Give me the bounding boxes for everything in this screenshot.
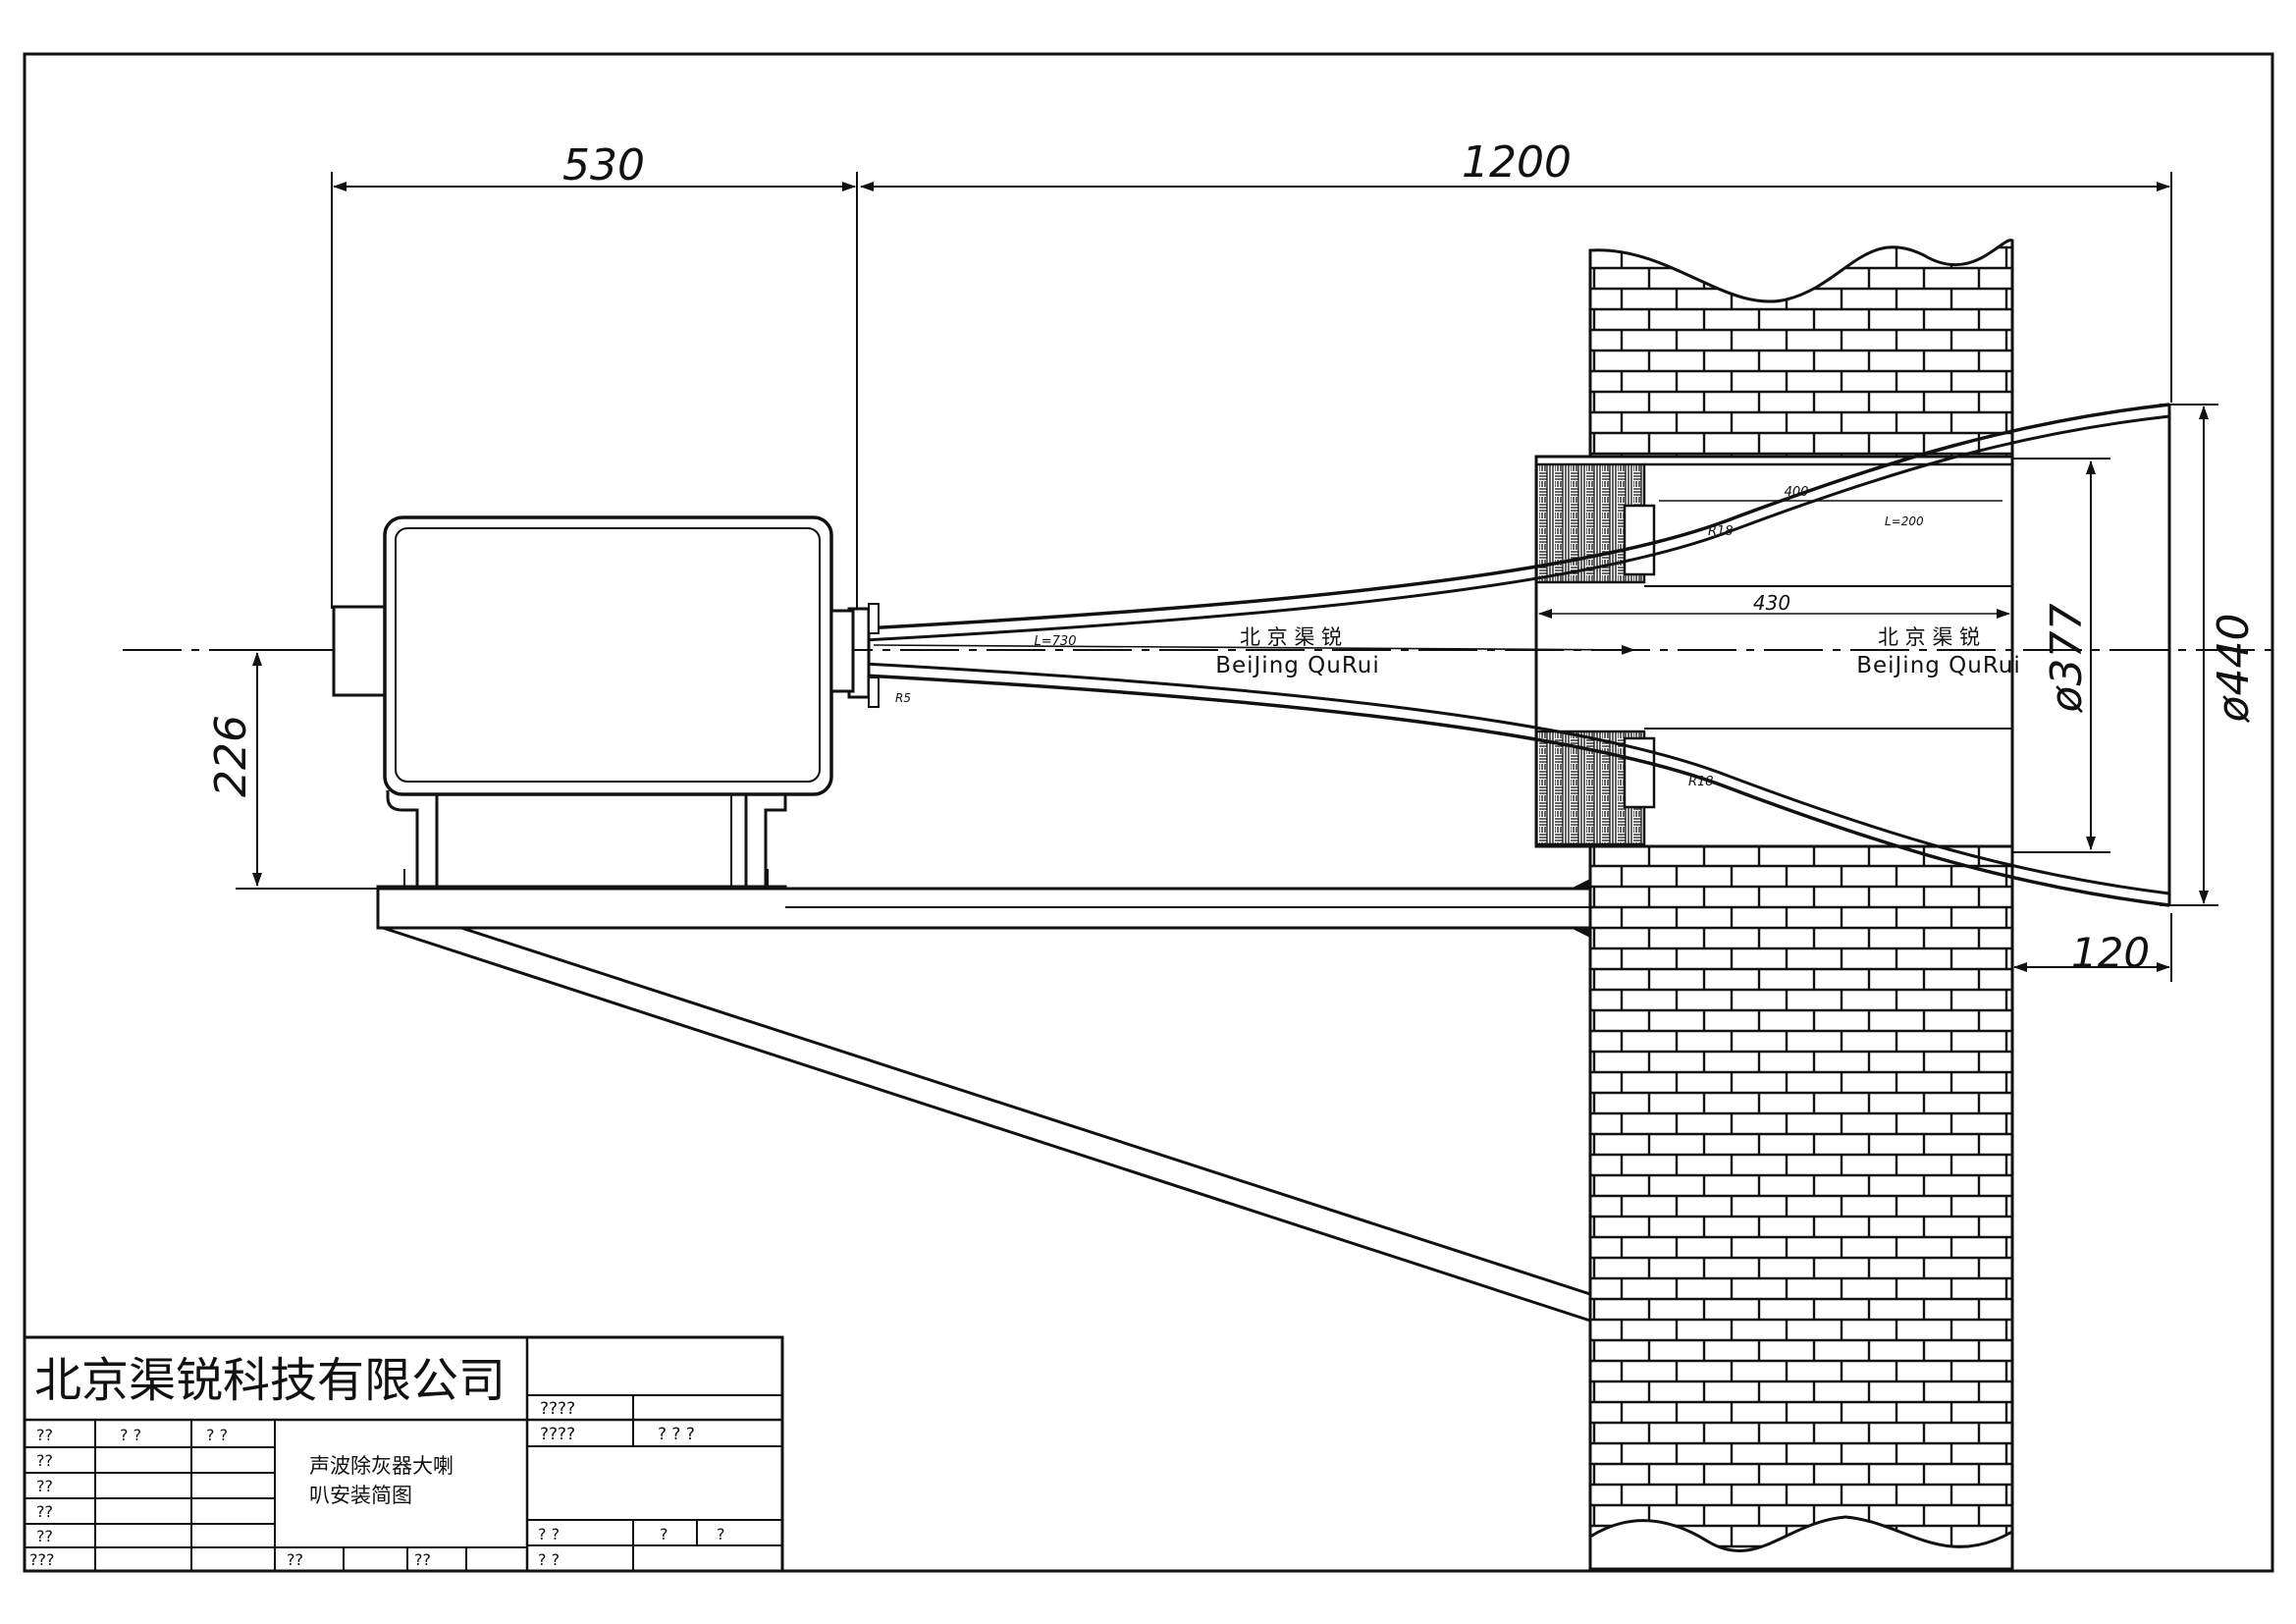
tb-cell-r2b: ? ? ? — [658, 1425, 695, 1444]
generator-hub — [332, 605, 390, 697]
flange-upper — [1623, 504, 1656, 576]
drawing-title-line1: 声波除灰器大喇 — [309, 1454, 454, 1478]
tb-left-row-3: ?? — [36, 1477, 53, 1495]
generator — [332, 515, 855, 928]
tb-cell-r2: ???? — [540, 1425, 575, 1444]
tb-left-row-5: ?? — [36, 1527, 53, 1545]
dim-l200: L=200 — [1885, 514, 1924, 528]
support-leg-left — [386, 790, 439, 891]
horn-outer-lower — [863, 674, 2170, 907]
wall-bottom-break — [1588, 1515, 2014, 1571]
dim-120: 120 — [2071, 929, 2150, 977]
tb-left-row-4: ?? — [36, 1502, 53, 1521]
horn — [847, 403, 2171, 907]
tb-head-c2: ? ? — [120, 1426, 141, 1444]
horn-bolt-upper — [868, 603, 880, 634]
horn-outer-upper — [863, 403, 2170, 630]
brand-en-1: BeiJing QuRui — [1215, 653, 1380, 678]
tb-bottom-3: ? ? — [538, 1550, 560, 1569]
brick-wall — [1534, 239, 2014, 1573]
company-name: 北京渠锐科技有限公司 — [34, 1353, 506, 1408]
dim-430: 430 — [1753, 591, 1790, 615]
tb-cell-r3b: ? — [660, 1525, 668, 1543]
dimensions — [236, 172, 2218, 982]
generator-body — [383, 515, 833, 796]
dim-r18-bottom: R18 — [1688, 775, 1714, 789]
dim-r5: R5 — [895, 691, 911, 705]
dim-1200: 1200 — [1462, 137, 1572, 188]
support-leg-right — [744, 793, 787, 891]
bracket-brace — [382, 926, 1591, 1323]
wall-upper — [1588, 239, 2014, 459]
tb-head-c3: ? ? — [206, 1426, 228, 1444]
horn-inner-lower — [863, 662, 2170, 895]
tb-left-row-1: ?? — [36, 1426, 53, 1444]
brand-en-2: BeiJing QuRui — [1856, 653, 2021, 678]
wall-lower — [1588, 844, 2014, 1573]
tb-cell-r3c: ? — [717, 1525, 725, 1543]
tb-bottom-1: ?? — [287, 1550, 303, 1569]
tb-left-row-2: ?? — [36, 1451, 53, 1470]
dim-400: 400 — [1785, 485, 1809, 500]
drawing-title-line2: 叭安装简图 — [309, 1484, 412, 1507]
weld-mark-upper — [1571, 879, 1590, 889]
dim-l730: L=730 — [1035, 634, 1077, 649]
brand-cn-1: 北 京 渠 锐 — [1240, 625, 1342, 649]
sheet-border — [23, 52, 2274, 1573]
tb-left-row-6: ??? — [29, 1550, 54, 1569]
weld-mark-lower — [1571, 928, 1590, 938]
title-block-frame — [23, 1335, 784, 1573]
bracket — [376, 879, 1592, 1323]
dim-440: ø440 — [2209, 614, 2259, 724]
generator-neck — [829, 609, 855, 693]
brand-cn-2: 北 京 渠 锐 — [1878, 625, 1980, 649]
tb-bottom-2: ?? — [414, 1550, 431, 1569]
dim-530: 530 — [562, 140, 645, 190]
horn-bolt-lower — [868, 677, 880, 708]
dim-r18-top: R18 — [1708, 524, 1734, 539]
horn-inner-upper — [863, 414, 2170, 642]
dim-line-730 — [873, 644, 1635, 655]
generator-inner — [395, 527, 821, 783]
dim-377: ø377 — [2042, 604, 2092, 714]
dim-226: 226 — [206, 715, 256, 797]
sleeve-outline — [1534, 455, 2014, 848]
tb-cell-r3a: ? ? — [538, 1525, 560, 1543]
tb-cell-r1: ???? — [540, 1399, 575, 1419]
title-block — [23, 1335, 784, 1573]
